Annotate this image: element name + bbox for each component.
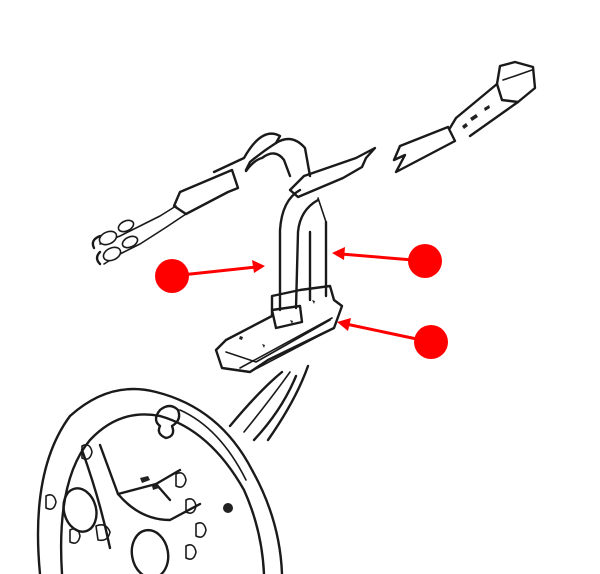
plug-connector-right	[448, 60, 537, 138]
harness-bend	[212, 132, 312, 178]
callout-1	[155, 259, 265, 293]
sleeve-middle	[288, 146, 377, 199]
callout-2	[332, 244, 442, 278]
sleeve-right	[392, 125, 457, 174]
arrowhead-icon	[332, 247, 345, 260]
stator-plate	[36, 387, 284, 574]
plug-connector-left	[91, 168, 240, 266]
callout-3	[337, 318, 448, 359]
connector-block	[214, 284, 344, 374]
stator-lead-wires	[228, 364, 310, 442]
arrowhead-icon	[337, 318, 351, 331]
harness-wires	[278, 188, 328, 312]
arrowhead-icon	[252, 260, 265, 273]
